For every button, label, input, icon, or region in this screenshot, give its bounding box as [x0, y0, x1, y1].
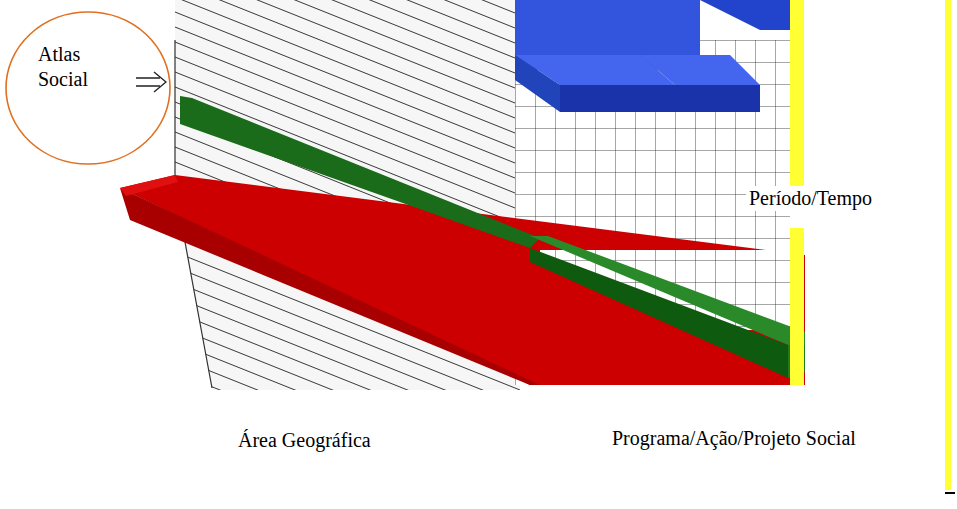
blue-block: [560, 85, 675, 112]
cube-face-line: [170, 40, 520, 180]
cube-face-line: [170, 370, 520, 509]
cube-face-line: [170, 355, 520, 495]
cube-face-line: [170, 0, 520, 75]
cube-face-line: [170, 0, 520, 60]
cube-face-line: [170, 25, 520, 165]
blue-block: [640, 55, 760, 85]
cube-face-line: [170, 0, 520, 30]
blue-block: [700, 0, 790, 30]
border-tick: [945, 492, 955, 494]
cube-face-line: [170, 0, 520, 90]
cube-face-line: [170, 385, 520, 509]
green-bar: [180, 96, 540, 248]
axis-label: Programa/Ação/Projeto Social: [612, 426, 856, 451]
highlight-ellipse: [6, 12, 170, 164]
blue-block: [675, 85, 760, 112]
green-bar-top: [530, 236, 805, 345]
red-slab: [120, 175, 805, 385]
red-slab-top: [120, 175, 178, 196]
cube-face-line: [170, 0, 520, 120]
cube-face-line: [170, 0, 520, 45]
axis-label: Período/Tempo: [746, 186, 875, 211]
yellow-strip: [790, 228, 804, 385]
blue-block: [515, 55, 560, 112]
green-bar: [530, 248, 788, 378]
axis-label: Área Geográfica: [238, 428, 371, 453]
yellow-border: [945, 0, 951, 490]
double-arrow: [136, 72, 166, 92]
cube-face-line: [170, 0, 520, 15]
cube-face-line: [170, 340, 520, 480]
highlighted-label: Atlas Social: [38, 42, 110, 92]
yellow-strip: [790, 0, 804, 195]
